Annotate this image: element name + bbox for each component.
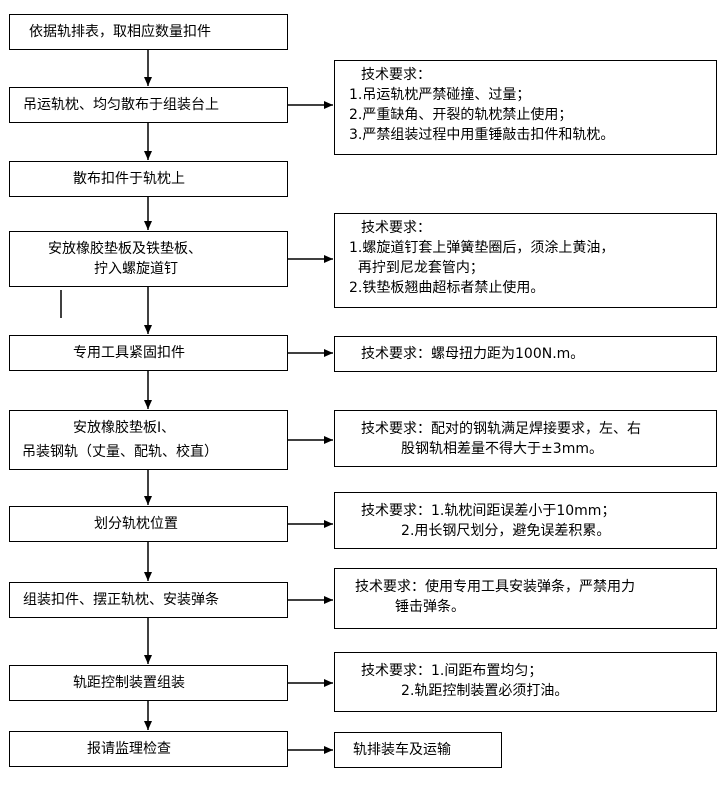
requirement-text: 2.严重缺角、开裂的轨枕禁止使用；: [349, 107, 573, 123]
step-8-box: 组装扣件、摆正轨枕、安装弹条: [9, 582, 288, 618]
step-9-box: 轨距控制装置组装: [9, 665, 288, 701]
requirement-box-5: 技术要求：1.轨枕间距误差小于10mm； 2.用长钢尺划分，避免误差积累。: [334, 492, 717, 549]
requirement-box-2: 技术要求： 1.螺旋道钉套上弹簧垫圈后，须涂上黄油， 再拧到尼龙套管内； 2.铁…: [334, 213, 717, 308]
requirement-text: 技术要求：配对的钢轨满足焊接要求，左、右: [361, 421, 641, 437]
requirement-box-6: 技术要求：使用专用工具安装弹条，严禁用力 锤击弹条。: [334, 568, 717, 629]
requirement-box-1: 技术要求： 1.吊运轨枕严禁碰撞、过量； 2.严重缺角、开裂的轨枕禁止使用； 3…: [334, 60, 717, 155]
step-3-box: 散布扣件于轨枕上: [9, 161, 288, 197]
requirement-text: 2.轨距控制装置必须打油。: [361, 683, 569, 699]
requirement-text: 技术要求：螺母扭力距为100N.m。: [361, 346, 585, 362]
requirement-text: 轨排装车及运输: [353, 742, 451, 758]
requirement-text: 技术要求：1.间距布置均匀；: [361, 663, 543, 679]
requirement-box-7: 技术要求：1.间距布置均匀； 2.轨距控制装置必须打油。: [334, 652, 717, 712]
step-2-box: 吊运轨枕、均匀散布于组装台上: [9, 87, 288, 123]
step-text: 依据轨排表，取相应数量扣件: [29, 24, 211, 40]
requirement-box-4: 技术要求：配对的钢轨满足焊接要求，左、右 股钢轨相差量不得大于±3mm。: [334, 410, 717, 467]
requirement-text: 再拧到尼龙套管内；: [349, 260, 484, 276]
requirement-text: 股钢轨相差量不得大于±3mm。: [361, 441, 603, 457]
step-text: 散布扣件于轨枕上: [73, 171, 185, 187]
step-text: 安放橡胶垫板及铁垫板、: [48, 241, 202, 257]
step-text: 组装扣件、摆正轨枕、安装弹条: [23, 592, 219, 608]
step-1-box: 依据轨排表，取相应数量扣件: [9, 14, 288, 50]
step-7-box: 划分轨枕位置: [9, 506, 288, 542]
step-text: 拧入螺旋道钉: [94, 261, 178, 277]
requirement-text: 1.螺旋道钉套上弹簧垫圈后，须涂上黄油，: [349, 240, 615, 256]
step-5-box: 专用工具紧固扣件: [9, 335, 288, 371]
step-text: 划分轨枕位置: [94, 516, 178, 532]
requirement-text: 1.吊运轨枕严禁碰撞、过量；: [349, 87, 531, 103]
requirement-text: 3.严禁组装过程中用重锤敲击扣件和轨枕。: [349, 127, 615, 143]
step-text: 专用工具紧固扣件: [73, 345, 185, 361]
step-text: 报请监理检查: [87, 741, 171, 757]
step-text: 吊装钢轨（丈量、配轨、校直）: [22, 444, 218, 460]
requirement-text: 技术要求：使用专用工具安装弹条，严禁用力: [355, 579, 635, 595]
requirement-text: 技术要求：1.轨枕间距误差小于10mm；: [361, 503, 616, 519]
final-output-box: 轨排装车及运输: [334, 732, 502, 768]
requirement-text: 2.用长钢尺划分，避免误差积累。: [361, 523, 611, 539]
step-6-box: 安放橡胶垫板Ⅰ、 吊装钢轨（丈量、配轨、校直）: [9, 410, 288, 470]
requirement-text: 锤击弹条。: [355, 599, 466, 615]
requirement-text: 2.铁垫板翘曲超标者禁止使用。: [349, 280, 545, 296]
requirement-box-3: 技术要求：螺母扭力距为100N.m。: [334, 336, 717, 372]
requirement-text: 技术要求：: [361, 67, 431, 83]
step-text: 安放橡胶垫板Ⅰ、: [73, 420, 176, 436]
step-text: 吊运轨枕、均匀散布于组装台上: [23, 97, 219, 113]
step-4-box: 安放橡胶垫板及铁垫板、 拧入螺旋道钉: [9, 231, 288, 287]
requirement-text: 技术要求：: [361, 220, 431, 236]
step-10-box: 报请监理检查: [9, 731, 288, 767]
step-text: 轨距控制装置组装: [73, 675, 185, 691]
